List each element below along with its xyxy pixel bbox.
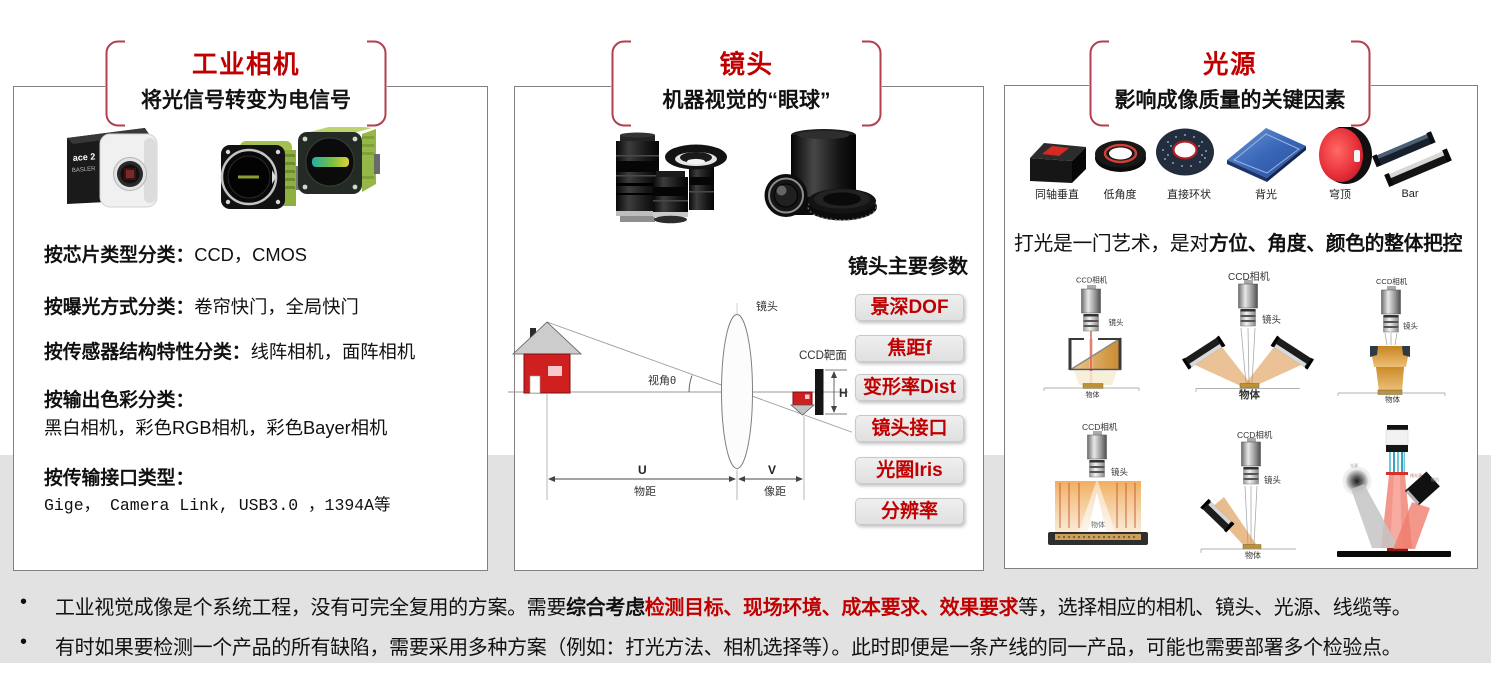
svg-text:光源: 光源: [1350, 462, 1358, 468]
svg-text:像距: 像距: [764, 485, 786, 498]
svg-text:U: U: [638, 463, 647, 477]
svg-text:镜头: 镜头: [1403, 321, 1419, 331]
svg-text:物体: 物体: [1086, 390, 1100, 399]
svg-text:物体: 物体: [1091, 520, 1105, 529]
svg-text:物距: 物距: [634, 484, 656, 498]
svg-text:物体: 物体: [1385, 394, 1401, 404]
svg-text:BASLER: BASLER: [72, 166, 97, 174]
svg-text:镜头: 镜头: [756, 299, 778, 313]
svg-text:CCD相机: CCD相机: [1076, 275, 1108, 285]
svg-text:CCD靶面: CCD靶面: [799, 349, 847, 362]
svg-text:相机: 相机: [1431, 476, 1439, 482]
svg-text:线光源: 线光源: [1410, 472, 1422, 478]
svg-text:物体: 物体: [1239, 388, 1261, 401]
svg-text:物体: 物体: [1245, 550, 1261, 560]
svg-text:H: H: [839, 386, 848, 400]
svg-text:CCD相机: CCD相机: [1228, 270, 1270, 283]
svg-text:镜头: 镜头: [1264, 475, 1282, 485]
svg-text:ace 2: ace 2: [72, 151, 95, 163]
svg-text:镜头: 镜头: [1262, 314, 1281, 326]
svg-text:V: V: [768, 463, 776, 477]
svg-text:CCD相机: CCD相机: [1082, 422, 1118, 432]
svg-text:镜头: 镜头: [1109, 317, 1125, 327]
svg-text:CCD相机: CCD相机: [1376, 276, 1408, 286]
svg-text:CCD相机: CCD相机: [1237, 430, 1273, 440]
svg-text:视角θ: 视角θ: [648, 373, 676, 387]
svg-text:镜头: 镜头: [1111, 467, 1129, 477]
